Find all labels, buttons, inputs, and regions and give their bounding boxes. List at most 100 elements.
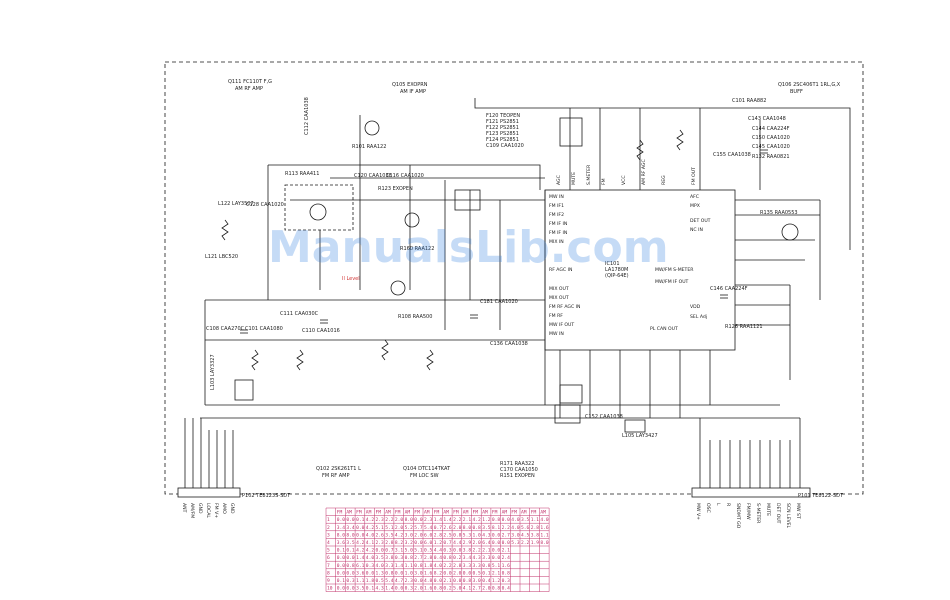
- table-cell: 0.8: [463, 578, 472, 584]
- table-cell: 4.2: [366, 548, 375, 554]
- svg-text:C111 CAA030C: C111 CAA030C: [280, 311, 319, 317]
- svg-text:FM/MW: FM/MW: [745, 503, 751, 520]
- svg-text:SNDMT GO: SNDMT GO: [735, 503, 741, 529]
- table-cell: 0.8: [492, 517, 501, 523]
- table-cell: 4.4: [453, 540, 462, 546]
- table-cell: 2.6: [376, 532, 385, 538]
- table-cell: 3.3: [463, 563, 472, 569]
- table-cell: 1.4: [385, 586, 394, 592]
- table-cell: 2.0: [453, 570, 462, 576]
- table-cell: 6.0: [424, 532, 433, 538]
- table-cell: 5.0: [453, 586, 462, 592]
- table-cell: 0.0: [463, 570, 472, 576]
- table-cell: 2.2: [521, 540, 530, 546]
- table-cell: 8.1: [492, 525, 501, 531]
- table-cell: 0.4: [434, 555, 443, 561]
- svg-text:MW/FM IF OUT: MW/FM IF OUT: [655, 279, 689, 285]
- table-cell: 4.3: [473, 555, 482, 561]
- table-cell: 2.1: [443, 578, 452, 584]
- svg-text:PL CAN OUT: PL CAN OUT: [650, 326, 678, 332]
- svg-text:MW IN: MW IN: [549, 194, 564, 200]
- table-cell: 2.8: [453, 563, 462, 569]
- table-header-cell: AM: [540, 510, 546, 516]
- svg-text:MUTE: MUTE: [571, 172, 577, 185]
- svg-text:C120 CAA1038: C120 CAA1038: [354, 173, 392, 179]
- table-cell: 3.4: [346, 525, 355, 531]
- svg-text:F122 PS2851: F122 PS2851: [486, 125, 519, 131]
- table-header-cell: FM: [453, 510, 459, 516]
- svg-text:F120 TEOPEN: F120 TEOPEN: [486, 113, 520, 119]
- table-cell: 3.5: [385, 532, 394, 538]
- table-header-cell: FM: [434, 510, 440, 516]
- svg-text:SCN LEVEL: SCN LEVEL: [785, 503, 791, 529]
- table-cell: 0.8: [453, 532, 462, 538]
- svg-text:C155 CAA1038: C155 CAA1038: [713, 152, 751, 158]
- table-cell: 0.0: [356, 525, 365, 531]
- table-cell: 0.8: [405, 555, 414, 561]
- table-cell: 4.1: [366, 540, 375, 546]
- table-cell: 1.3: [376, 570, 385, 576]
- table-header-cell: FM: [492, 510, 498, 516]
- svg-text:C101 CAA1080: C101 CAA1080: [245, 326, 283, 332]
- table-cell: 0.0: [492, 532, 501, 538]
- table-cell: 0.0: [434, 578, 443, 584]
- ic-right-pins: AFC MPX DET OUT NC IN MW/FM S-METER MW/F…: [650, 194, 711, 332]
- table-cell: 0.8: [473, 525, 482, 531]
- table-cell: 1.2: [482, 517, 491, 523]
- table-cell: 1.9: [531, 540, 540, 546]
- svg-text:AGC: AGC: [556, 175, 562, 185]
- table-cell: 1.4: [395, 563, 404, 569]
- table-cell: 2.2: [453, 517, 462, 523]
- svg-text:L103 LAY3327: L103 LAY3327: [210, 354, 216, 390]
- table-cell: 4.7: [395, 578, 404, 584]
- svg-text:C116 CAA1020: C116 CAA1020: [386, 173, 424, 179]
- table-cell: 0.1: [346, 548, 355, 554]
- table-cell: 8.2: [434, 570, 443, 576]
- table-cell: 0.3: [443, 548, 452, 554]
- svg-text:R: R: [725, 503, 731, 507]
- svg-text:C108 CAA270C: C108 CAA270C: [206, 326, 245, 332]
- table-cell: 3.3: [473, 563, 482, 569]
- table-cell: 4.2: [366, 517, 375, 523]
- table-cell: 0.8: [443, 555, 452, 561]
- table-cell: 0.0: [414, 540, 423, 546]
- table-cell: 8: [327, 570, 330, 576]
- table-cell: 1.6: [540, 525, 549, 531]
- table-cell: 4.5: [521, 532, 530, 538]
- svg-text:MW/FM S-METER: MW/FM S-METER: [655, 267, 694, 273]
- table-cell: 0.2: [453, 555, 462, 561]
- svg-text:RF AGC IN: RF AGC IN: [549, 267, 572, 273]
- table-cell: 0.7: [385, 548, 394, 554]
- svg-text:NC IN: NC IN: [690, 227, 703, 233]
- table-cell: 0.3: [405, 586, 414, 592]
- table-cell: 3.8: [463, 548, 472, 554]
- connector-p101: [691, 487, 811, 498]
- table-cell: 2.0: [414, 586, 423, 592]
- table-cell: 0.3: [366, 563, 375, 569]
- svg-text:ANT: ANT: [181, 503, 187, 513]
- svg-text:REG: REG: [661, 175, 667, 185]
- table-cell: 3.0: [511, 532, 520, 538]
- table-cell: 2.3: [405, 578, 414, 584]
- table-cell: 5.3: [463, 532, 472, 538]
- table-cell: 2.0: [395, 517, 404, 523]
- board-outline: [164, 61, 864, 495]
- svg-text:FM IF IN: FM IF IN: [549, 221, 567, 227]
- table-cell: 2.2: [443, 563, 452, 569]
- table-cell: 2.8: [424, 555, 433, 561]
- table-cell: 0.0: [395, 570, 404, 576]
- svg-text:MPX: MPX: [690, 203, 700, 209]
- table-header-cell: FM: [376, 510, 382, 516]
- svg-text:R126 RAA1121: R126 RAA1121: [725, 324, 763, 330]
- table-cell: 0.0: [395, 586, 404, 592]
- table-header-cell: FM: [395, 510, 401, 516]
- table-cell: 6: [327, 555, 330, 561]
- table-cell: 4.0: [511, 517, 520, 523]
- connector-right-pins: MW V+ OSC L R SNDMT GO FM/MW S-METER MUT…: [695, 503, 801, 529]
- ic-notes: R171 RAA322 C170 CAA1050 R151 EXOPEN: [500, 461, 538, 479]
- svg-text:C170 CAA1050: C170 CAA1050: [500, 467, 538, 473]
- table-cell: 3.5: [521, 517, 530, 523]
- svg-text:FM OUT: FM OUT: [691, 167, 697, 185]
